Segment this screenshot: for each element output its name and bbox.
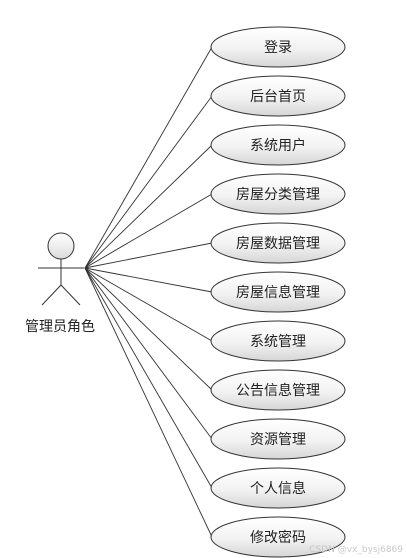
use-case-ellipse	[210, 369, 346, 411]
use-case-label: 系统管理	[250, 334, 306, 350]
association-line	[84, 267, 213, 538]
association-lines	[84, 46, 213, 538]
use-case: 资源管理	[210, 418, 346, 460]
use-case-ellipse	[210, 467, 346, 509]
use-case: 公告信息管理	[210, 369, 346, 411]
use-case: 系统管理	[210, 320, 346, 362]
association-line	[84, 267, 213, 293]
use-case-ellipse	[210, 222, 346, 264]
use-case-ellipse	[210, 75, 346, 117]
association-line	[84, 267, 213, 391]
use-case: 房屋数据管理	[210, 222, 346, 264]
association-line	[84, 267, 213, 342]
use-case-label: 修改密码	[250, 529, 306, 546]
use-case-label: 资源管理	[250, 432, 306, 448]
actor-right-leg	[60, 284, 81, 306]
use-case-label: 房屋分类管理	[236, 187, 320, 203]
use-case-list: 登录后台首页系统用户房屋分类管理房屋数据管理房屋信息管理系统管理公告信息管理资源…	[210, 26, 346, 558]
use-case-label: 公告信息管理	[236, 382, 320, 399]
use-case: 登录	[210, 26, 346, 68]
watermark: CSDN @vx_bysj6869	[309, 545, 403, 555]
association-line	[84, 242, 213, 269]
actor-label: 管理员角色	[25, 318, 95, 335]
association-line	[84, 193, 213, 269]
actor-left-leg	[41, 284, 62, 306]
use-case-ellipse	[210, 26, 346, 68]
actor-head	[47, 232, 75, 260]
use-case-ellipse	[210, 320, 346, 362]
use-case-label: 系统用户	[250, 137, 306, 154]
use-case: 房屋信息管理	[210, 271, 346, 313]
use-case-label: 登录	[264, 40, 292, 56]
use-case-ellipse	[210, 124, 346, 166]
use-case: 后台首页	[210, 75, 346, 117]
use-case-label: 个人信息	[250, 480, 306, 497]
use-case-ellipse	[210, 418, 346, 460]
use-case-ellipse	[210, 516, 346, 558]
use-case-label: 房屋信息管理	[236, 284, 320, 301]
use-case-label: 房屋数据管理	[236, 236, 320, 252]
association-line	[84, 95, 213, 269]
use-case: 房屋分类管理	[210, 173, 346, 215]
association-line	[84, 144, 213, 269]
association-line	[84, 267, 213, 440]
use-case: 系统用户	[210, 124, 346, 166]
association-line	[84, 267, 213, 489]
use-case-ellipse	[210, 173, 346, 215]
use-case-label: 后台首页	[250, 89, 306, 105]
use-case: 修改密码	[210, 516, 346, 558]
association-line	[84, 46, 213, 269]
use-case: 个人信息	[210, 467, 346, 509]
actor-figure	[38, 232, 84, 306]
use-case-ellipse	[210, 271, 346, 313]
